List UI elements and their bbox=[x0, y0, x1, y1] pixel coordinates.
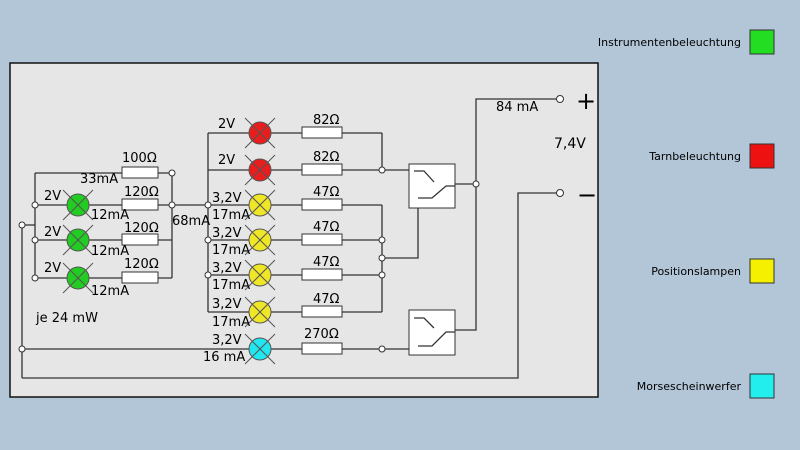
resistor-green-1 bbox=[121, 198, 159, 211]
lamp-green-icon bbox=[62, 189, 94, 221]
cyan-resistor-label: 270Ω bbox=[304, 327, 339, 342]
lamps bbox=[62, 117, 276, 365]
yellow-voltage-4-label: 3,2V bbox=[212, 297, 242, 312]
lamp-yellow-icon bbox=[244, 224, 276, 256]
green-current-1-label: 12mA bbox=[91, 208, 129, 223]
cyan-voltage-label: 3,2V bbox=[212, 333, 242, 348]
resistor-red-2 bbox=[301, 163, 343, 176]
power-note: je 24 mW bbox=[35, 311, 98, 326]
legend-swatch bbox=[749, 29, 775, 55]
yellow-current-1-label: 17mA bbox=[212, 208, 250, 223]
green-current-top-label: 33mA bbox=[80, 172, 118, 187]
lamp-red-icon bbox=[244, 154, 276, 186]
yellow-resistor-3-label: 47Ω bbox=[313, 255, 340, 270]
circuit-board bbox=[9, 62, 599, 398]
resistors bbox=[121, 126, 343, 355]
yellow-voltage-2-label: 3,2V bbox=[212, 226, 242, 241]
labels: 100Ω 33mA 120Ω 120Ω 120Ω 2V 2V 2V 12mA 1… bbox=[35, 87, 597, 365]
yellow-current-4-label: 17mA bbox=[212, 315, 250, 330]
yellow-current-3-label: 17mA bbox=[212, 278, 250, 293]
cyan-current-label: 16 mA bbox=[203, 350, 245, 365]
yellow-resistor-1-label: 47Ω bbox=[313, 185, 340, 200]
green-resistor-2-label: 120Ω bbox=[124, 221, 159, 236]
yellow-resistor-4-label: 47Ω bbox=[313, 292, 340, 307]
lamp-green-icon bbox=[62, 224, 94, 256]
yellow-resistor-2-label: 47Ω bbox=[313, 220, 340, 235]
resistor-cyan bbox=[301, 342, 343, 355]
legend-swatch bbox=[749, 258, 775, 284]
red-voltage-1-label: 2V bbox=[218, 117, 235, 132]
red-resistor-2-label: 82Ω bbox=[313, 150, 340, 165]
green-resistor-top-label: 100Ω bbox=[122, 151, 157, 166]
lamp-red-icon bbox=[244, 117, 276, 149]
resistor-yellow-4 bbox=[301, 305, 343, 318]
resistor-red-1 bbox=[301, 126, 343, 139]
legend-label: Instrumentenbeleuchtung bbox=[598, 36, 741, 49]
supply-current-label: 84 mA bbox=[496, 100, 538, 115]
lamp-cyan-icon bbox=[244, 333, 276, 365]
legend-label: Morsescheinwerfer bbox=[637, 380, 742, 393]
supply-voltage-label: 7,4V bbox=[554, 136, 586, 152]
junction-current-label: 68mA bbox=[172, 214, 210, 229]
resistor-yellow-1 bbox=[301, 198, 343, 211]
green-voltage-1-label: 2V bbox=[44, 189, 61, 204]
green-resistor-1-label: 120Ω bbox=[124, 185, 159, 200]
plus-terminal-label: + bbox=[576, 87, 596, 115]
yellow-current-2-label: 17mA bbox=[212, 243, 250, 258]
legend: InstrumentenbeleuchtungTarnbeleuchtungPo… bbox=[598, 29, 775, 399]
red-resistor-1-label: 82Ω bbox=[313, 113, 340, 128]
lamp-yellow-icon bbox=[244, 189, 276, 221]
yellow-voltage-1-label: 3,2V bbox=[212, 191, 242, 206]
green-current-2-label: 12mA bbox=[91, 244, 129, 259]
green-voltage-2-label: 2V bbox=[44, 225, 61, 240]
resistor-yellow-2 bbox=[301, 233, 343, 246]
junction-nodes bbox=[18, 95, 564, 353]
lamp-yellow-icon bbox=[244, 296, 276, 328]
yellow-voltage-3-label: 3,2V bbox=[212, 261, 242, 276]
green-current-3-label: 12mA bbox=[91, 284, 129, 299]
red-voltage-2-label: 2V bbox=[218, 153, 235, 168]
legend-label: Positionslampen bbox=[651, 265, 741, 278]
resistor-green-2 bbox=[121, 233, 159, 246]
lamp-green-icon bbox=[62, 262, 94, 294]
green-resistor-3-label: 120Ω bbox=[124, 257, 159, 272]
green-voltage-3-label: 2V bbox=[44, 261, 61, 276]
lamp-yellow-icon bbox=[244, 259, 276, 291]
legend-swatch bbox=[749, 143, 775, 169]
resistor-green-3 bbox=[121, 271, 159, 284]
legend-label: Tarnbeleuchtung bbox=[648, 150, 741, 163]
legend-swatch bbox=[749, 373, 775, 399]
resistor-yellow-3 bbox=[301, 268, 343, 281]
resistor-green-top bbox=[121, 166, 159, 179]
minus-terminal-label: − bbox=[577, 181, 597, 209]
